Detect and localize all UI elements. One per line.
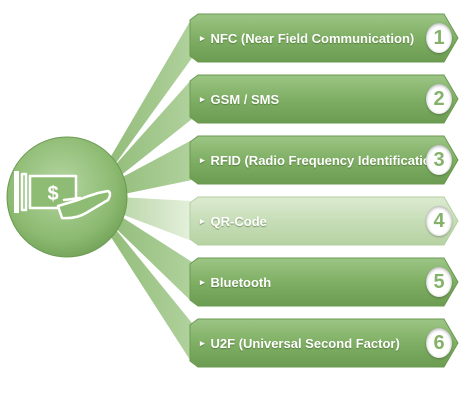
- item-label: ▸ U2F (Universal Second Factor): [200, 331, 400, 355]
- item-label: ▸ GSM / SMS: [200, 87, 279, 111]
- item-label: ▸ RFID (Radio Frequency Identification): [200, 148, 443, 172]
- item-bar: [189, 318, 459, 368]
- connector-fan: [100, 210, 192, 363]
- connector-fans: [100, 18, 192, 363]
- bullet-icon: ▸: [200, 338, 205, 348]
- connector-fan: [100, 18, 192, 185]
- item-label: ▸ NFC (Near Field Communication): [200, 26, 414, 50]
- connector-fan: [100, 203, 192, 302]
- item-bar: [189, 196, 459, 246]
- item-bar: [189, 257, 459, 307]
- bullet-icon: ▸: [200, 277, 205, 287]
- svg-text:$: $: [47, 183, 58, 205]
- payment-hand-dollar-icon: $: [14, 171, 112, 220]
- bullet-icon: ▸: [200, 155, 205, 165]
- item-number-badge: 1: [426, 23, 452, 53]
- bullet-icon: ▸: [200, 94, 205, 104]
- item-number-badge: 3: [426, 145, 452, 175]
- item-number-badge: 5: [426, 267, 452, 297]
- item-label: ▸ QR-Code: [200, 209, 267, 233]
- item-number-badge: 6: [426, 328, 452, 358]
- item-bars: [189, 13, 459, 368]
- item-label-text: Bluetooth: [210, 275, 272, 290]
- item-label-text: NFC (Near Field Communication): [210, 31, 415, 46]
- item-bar: [189, 13, 459, 63]
- connector-fan: [100, 79, 192, 192]
- item-number-badge: 2: [426, 84, 452, 114]
- item-bar: [189, 135, 459, 185]
- hub-circle: $: [6, 136, 128, 258]
- item-label-text: U2F (Universal Second Factor): [210, 336, 400, 351]
- item-number-badge: 4: [426, 206, 452, 236]
- bullet-icon: ▸: [200, 216, 205, 226]
- item-label-text: GSM / SMS: [210, 92, 280, 107]
- item-bar: [189, 74, 459, 124]
- item-label-text: QR-Code: [210, 214, 267, 229]
- item-label-text: RFID (Radio Frequency Identification): [210, 153, 444, 168]
- bullet-icon: ▸: [200, 33, 205, 43]
- item-label: ▸ Bluetooth: [200, 270, 271, 294]
